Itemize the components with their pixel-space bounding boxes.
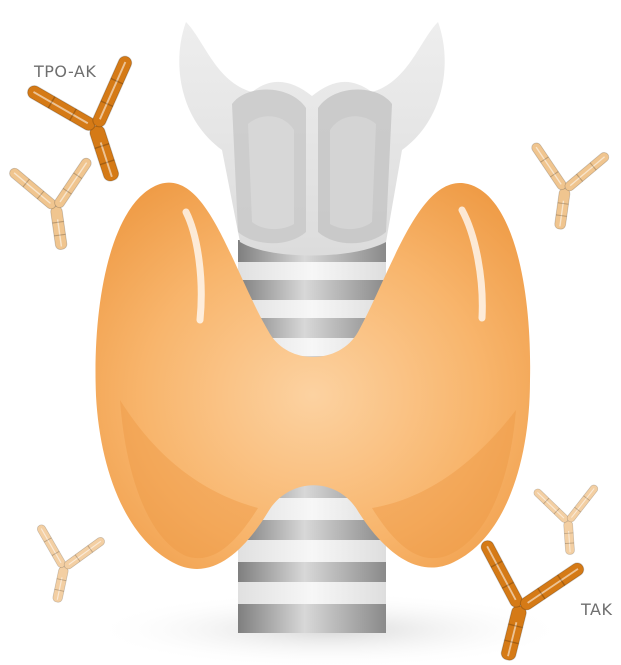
antibody-right-faint	[519, 140, 612, 235]
antibody-left-lower-faint	[22, 522, 108, 610]
tpo-antibody-label: TPO-AK	[34, 62, 96, 81]
antibody-tpo-faint	[7, 155, 105, 255]
larynx	[179, 22, 444, 256]
antibody-right-lower-faint	[532, 483, 604, 557]
tg-antibody-label: TAK	[581, 600, 612, 619]
